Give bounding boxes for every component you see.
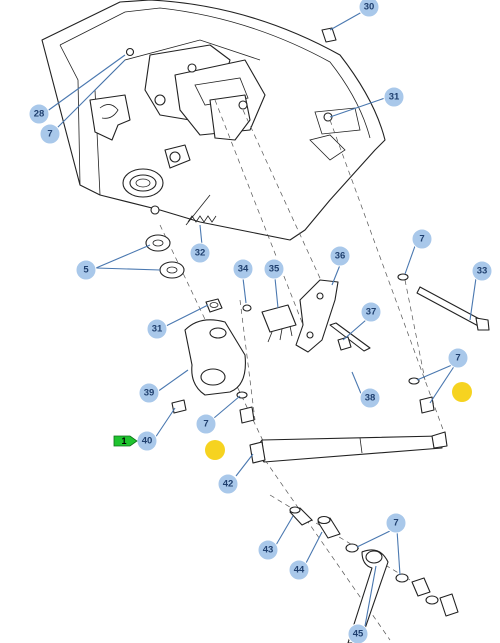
nut-31 (205, 298, 223, 313)
svg-text:40: 40 (142, 436, 153, 447)
svg-text:34: 34 (238, 264, 249, 275)
svg-text:38: 38 (365, 393, 376, 404)
svg-text:1: 1 (121, 436, 126, 446)
svg-text:7: 7 (393, 518, 398, 529)
callout-31[interactable]: 31 (383, 86, 405, 108)
parts-drawing (41, 0, 490, 643)
svg-text:7: 7 (419, 234, 424, 245)
switch-35 (242, 304, 297, 343)
cylinder-42 (249, 431, 448, 464)
callout-7[interactable]: 7 (39, 123, 61, 145)
chassis-housing (41, 0, 386, 241)
svg-text:39: 39 (144, 388, 155, 399)
svg-text:44: 44 (294, 565, 305, 576)
svg-text:43: 43 (263, 545, 274, 556)
callout-37[interactable]: 37 (360, 301, 382, 323)
callout-7[interactable]: 7 (195, 413, 217, 435)
svg-text:31: 31 (152, 324, 163, 335)
svg-text:36: 36 (335, 251, 346, 262)
callout-43[interactable]: 43 (257, 539, 279, 561)
small-fasteners (236, 27, 435, 424)
highlight-marker (452, 382, 472, 402)
svg-text:28: 28 (34, 109, 45, 120)
callout-39[interactable]: 39 (138, 382, 160, 404)
rod-33 (416, 286, 490, 331)
callout-38[interactable]: 38 (359, 387, 381, 409)
svg-text:33: 33 (477, 266, 488, 277)
leader-lines (45, 11, 477, 627)
highlight-marker (205, 440, 225, 460)
callout-45[interactable]: 45 (347, 623, 369, 643)
callout-34[interactable]: 34 (232, 258, 254, 280)
callout-7[interactable]: 7 (447, 347, 469, 369)
bolt-40 (171, 399, 187, 414)
svg-text:5: 5 (83, 265, 89, 276)
svg-text:35: 35 (269, 264, 280, 275)
selected-item-tag[interactable]: 1 (113, 435, 138, 447)
svg-text:7: 7 (203, 419, 208, 430)
svg-text:37: 37 (366, 307, 377, 318)
highlight-markers (205, 382, 472, 460)
svg-text:32: 32 (195, 248, 206, 259)
washers-5 (145, 234, 185, 279)
callout-40[interactable]: 40 (136, 430, 158, 452)
callout-5[interactable]: 5 (75, 259, 97, 281)
callout-36[interactable]: 36 (329, 245, 351, 267)
callout-32[interactable]: 32 (189, 242, 211, 264)
svg-text:7: 7 (455, 353, 460, 364)
svg-text:31: 31 (389, 92, 400, 103)
callout-7[interactable]: 7 (411, 228, 433, 250)
svg-text:42: 42 (223, 479, 234, 490)
bushings (289, 506, 359, 553)
svg-text:45: 45 (353, 629, 364, 640)
svg-text:7: 7 (47, 129, 52, 140)
rod-end-45 (347, 549, 459, 643)
bracket-36 (295, 279, 339, 353)
callout-7[interactable]: 7 (385, 512, 407, 534)
callout-44[interactable]: 44 (288, 559, 310, 581)
callout-30[interactable]: 30 (358, 0, 380, 18)
callout-35[interactable]: 35 (263, 258, 285, 280)
lever-bracket-39 (184, 319, 246, 396)
callout-28[interactable]: 28 (28, 103, 50, 125)
callout-42[interactable]: 42 (217, 473, 239, 495)
callout-31[interactable]: 31 (146, 318, 168, 340)
callouts: 30 28 7 31 7 5 32 34 (28, 0, 493, 643)
svg-text:30: 30 (364, 2, 375, 13)
callout-33[interactable]: 33 (471, 260, 493, 282)
